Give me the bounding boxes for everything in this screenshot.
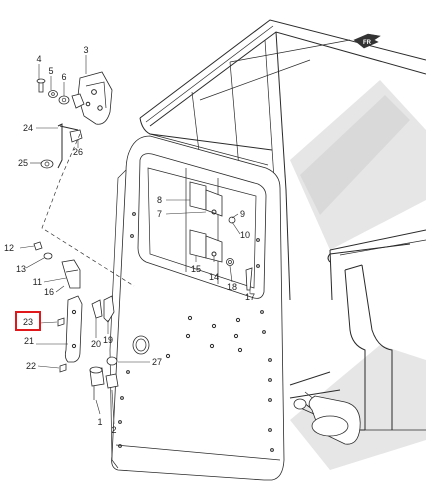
callout-4: 4 xyxy=(36,54,41,64)
lower-lock-parts xyxy=(33,241,119,400)
callout-7: 7 xyxy=(157,209,162,219)
callout-17: 17 xyxy=(245,292,255,302)
vehicle-body xyxy=(139,19,426,431)
callout-20: 20 xyxy=(91,339,101,349)
front-marker-label: FR xyxy=(363,40,372,46)
callout-labels: 3 4 5 6 24 26 25 8 7 9 10 15 14 18 17 12… xyxy=(4,45,255,435)
callout-1: 1 xyxy=(97,417,102,427)
callout-2: 2 xyxy=(111,425,116,435)
callout-25: 25 xyxy=(18,158,28,168)
callout-27: 27 xyxy=(152,357,162,367)
callout-10: 10 xyxy=(240,230,250,240)
leader-lines xyxy=(19,55,251,425)
callout-16: 16 xyxy=(44,287,54,297)
assembly-boundary xyxy=(41,133,135,287)
door-hinges xyxy=(189,181,253,291)
rear-door-panel xyxy=(109,135,285,481)
callout-5: 5 xyxy=(48,66,53,76)
lock-assembly-parts xyxy=(36,71,113,169)
callout-18: 18 xyxy=(227,282,237,292)
callout-23: 23 xyxy=(23,317,33,327)
front-arrow-icon: FR xyxy=(353,33,381,49)
callout-19: 19 xyxy=(103,335,113,345)
callout-26: 26 xyxy=(73,147,83,157)
callout-3: 3 xyxy=(83,45,88,55)
spare-tire-bracket xyxy=(293,395,361,445)
callout-8: 8 xyxy=(157,195,162,205)
callout-14: 14 xyxy=(209,272,219,282)
callout-15: 15 xyxy=(191,264,201,274)
highlight-box xyxy=(15,311,41,331)
callout-13: 13 xyxy=(16,264,26,274)
callout-9: 9 xyxy=(240,209,245,219)
callout-21: 21 xyxy=(24,336,34,346)
callout-22: 22 xyxy=(26,361,36,371)
callout-12: 12 xyxy=(4,243,14,253)
callout-6: 6 xyxy=(61,72,66,82)
callout-24: 24 xyxy=(23,123,33,133)
callout-11: 11 xyxy=(33,277,42,287)
